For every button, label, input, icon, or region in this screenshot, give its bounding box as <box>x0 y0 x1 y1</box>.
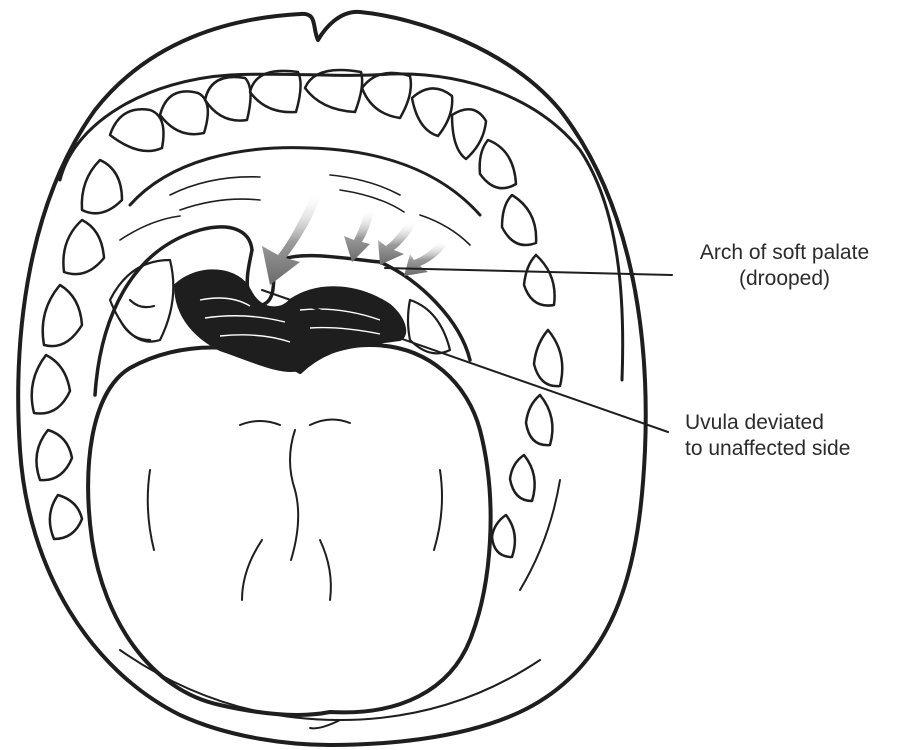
label-soft-palate: Arch of soft palate (drooped) <box>672 240 897 292</box>
pointer-line-uvula <box>262 290 668 432</box>
left-lateral-teeth <box>32 285 82 539</box>
label-uvula-line1: Uvula deviated <box>685 410 895 436</box>
right-lateral-teeth <box>492 330 562 557</box>
tongue-midline <box>148 419 442 600</box>
tongue <box>88 345 490 715</box>
label-soft-palate-line2: (drooped) <box>672 266 897 292</box>
droop-arrows <box>262 190 446 285</box>
arrow-2 <box>344 208 374 262</box>
label-soft-palate-line1: Arch of soft palate <box>672 240 897 266</box>
arrow-4 <box>404 240 446 276</box>
hard-palate <box>130 148 480 215</box>
arrow-1 <box>262 190 322 285</box>
pharynx <box>175 270 405 371</box>
label-uvula: Uvula deviated to unaffected side <box>685 410 895 462</box>
label-uvula-line2: to unaffected side <box>685 436 895 462</box>
